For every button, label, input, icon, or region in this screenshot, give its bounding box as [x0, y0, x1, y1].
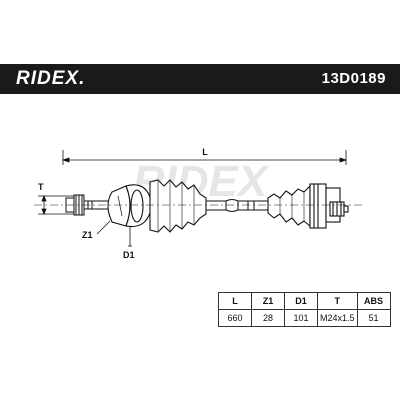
label-D1: D1 — [123, 250, 135, 260]
brand-logo: RIDEX. — [16, 68, 86, 89]
spec-value-L: 660 — [218, 309, 252, 327]
label-L: L — [202, 147, 208, 157]
drive-shaft — [205, 199, 269, 212]
inner-joint-housing — [309, 183, 349, 229]
spec-table: L Z1 D1 T ABS 660 28 101 M24x1.5 51 — [218, 292, 391, 327]
spec-value-ABS: 51 — [356, 309, 391, 327]
label-T: T — [38, 182, 44, 192]
spec-table-header-row: L Z1 D1 T ABS — [218, 292, 391, 310]
dimension-L — [61, 150, 348, 165]
label-Z1: Z1 — [82, 230, 93, 240]
spec-value-Z1: 28 — [251, 309, 285, 327]
spec-col-L: L — [218, 292, 252, 310]
spec-value-T: M24x1.5 — [317, 309, 358, 327]
spec-col-ABS: ABS — [356, 292, 391, 310]
spec-col-D1: D1 — [284, 292, 318, 310]
spec-col-T: T — [317, 292, 358, 310]
inner-boot — [267, 184, 311, 228]
spec-value-D1: 101 — [284, 309, 318, 327]
spec-table-value-row: 660 28 101 M24x1.5 51 — [218, 309, 391, 327]
dimension-Z1 — [96, 220, 111, 235]
dimension-T — [38, 194, 78, 216]
outer-boot — [149, 179, 207, 233]
spec-col-Z1: Z1 — [251, 292, 285, 310]
outer-cv-joint — [107, 184, 153, 228]
part-number: 13D0189 — [321, 70, 386, 87]
header-bar: RIDEX. 13D0189 — [0, 64, 400, 94]
